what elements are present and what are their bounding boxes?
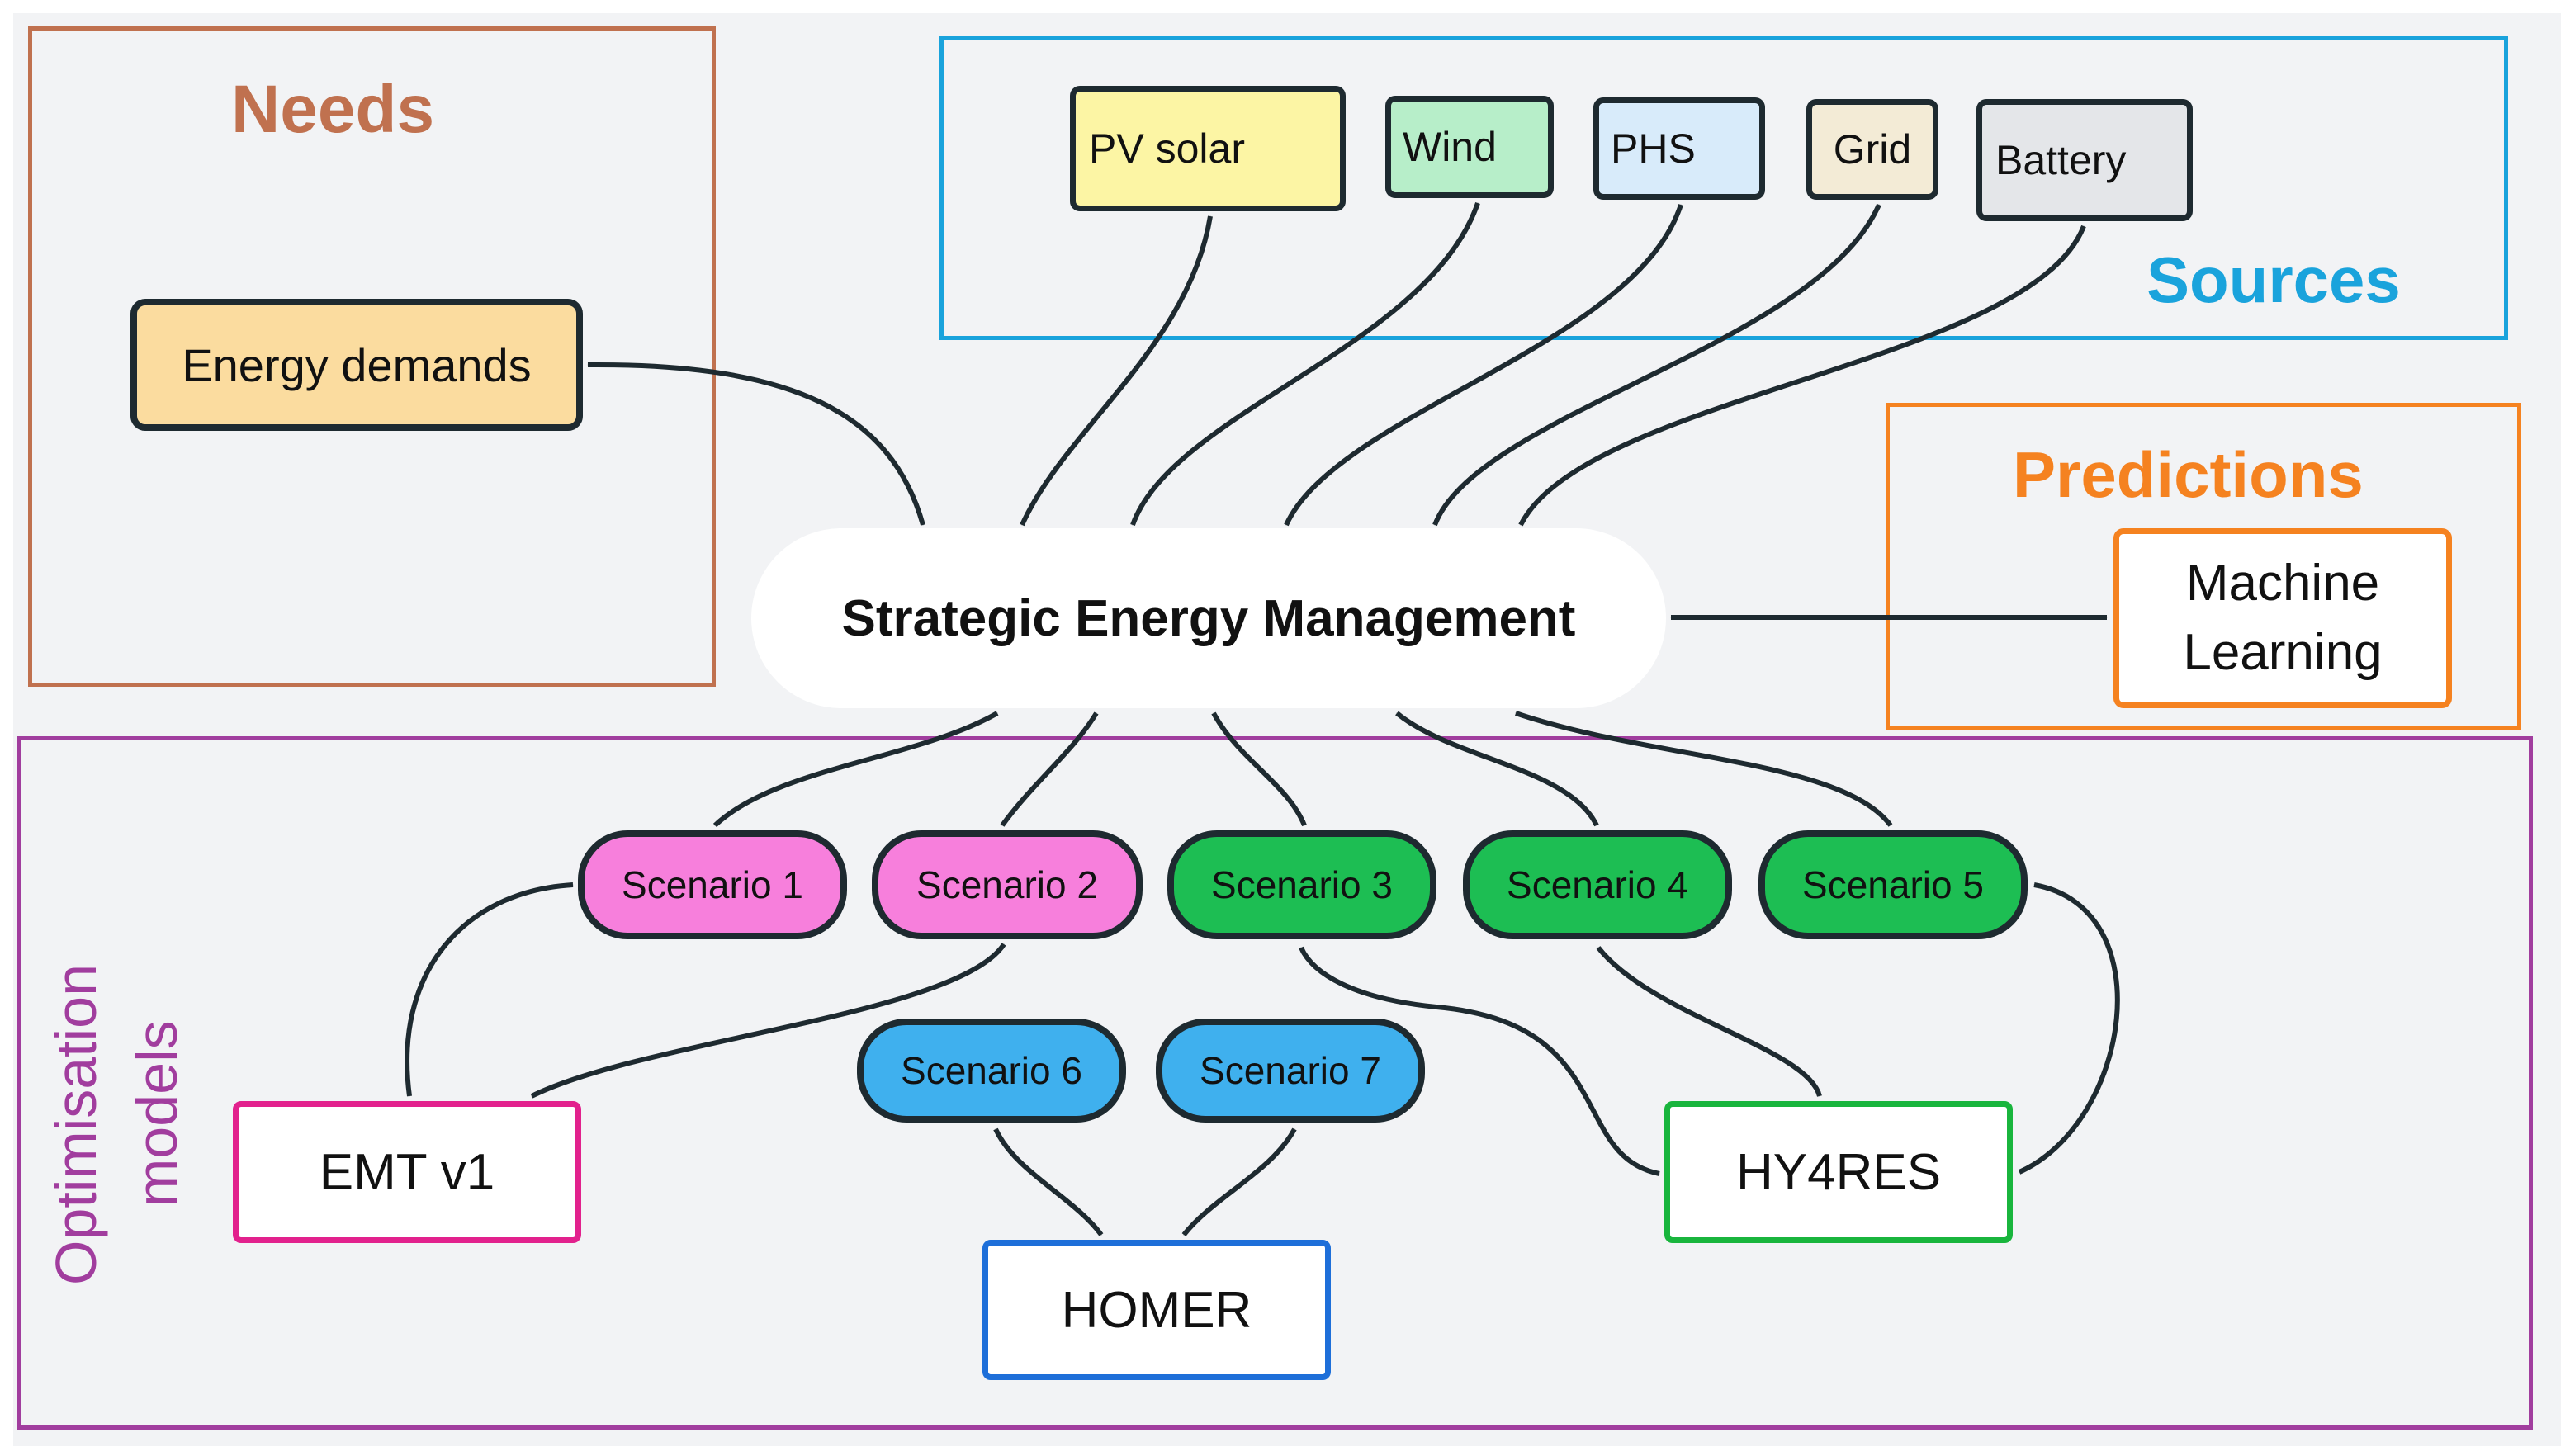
wind-node: Wind [1385, 96, 1554, 198]
arrow-sem-s2 [1000, 711, 1099, 827]
arrow-hy4res-s5 [2018, 882, 2120, 1175]
scenario-3: Scenario 3 [1167, 830, 1436, 939]
battery-node: Battery [1976, 99, 2193, 221]
predictions-panel [1886, 403, 2521, 730]
arrow-pv-sem [1020, 215, 1213, 527]
scenario-5: Scenario 5 [1758, 830, 2028, 939]
sources-title: Sources [2146, 243, 2401, 316]
arrow-battery-sem [1518, 225, 2086, 527]
homer-node: HOMER [982, 1240, 1331, 1380]
arrow-hy4res-s3 [1299, 946, 1660, 1176]
phs-node: PHS [1593, 97, 1765, 200]
arrow-homer-s7 [1181, 1127, 1297, 1236]
arrow-wind-sem [1130, 202, 1480, 527]
hy4res-node: HY4RES [1664, 1101, 2013, 1243]
arrow-demand-sem [587, 362, 925, 526]
arrow-hy4res-s4 [1596, 946, 1822, 1097]
arrow-emt-s1 [405, 882, 574, 1097]
grid-node: Grid [1806, 99, 1938, 200]
arrow-phs-sem [1284, 204, 1683, 527]
energy-demands-node: Energy demands [130, 299, 583, 431]
needs-panel [28, 26, 716, 687]
machine-learning-line-1: Machine [2185, 555, 2380, 612]
arrow-homer-s6 [993, 1127, 1104, 1236]
emt-v1-node: EMT v1 [233, 1101, 581, 1243]
scenario-2: Scenario 2 [872, 830, 1143, 939]
strategic-energy-management-node: Strategic Energy Management [751, 528, 1666, 708]
arrow-emt-s2 [530, 943, 1006, 1099]
machine-learning-node: Machine Learning [2113, 528, 2452, 708]
scenario-1: Scenario 1 [578, 830, 847, 939]
arrow-sem-s1 [712, 711, 999, 828]
machine-learning-line-2: Learning [2183, 624, 2383, 681]
needs-title: Needs [231, 72, 435, 147]
scenario-4: Scenario 4 [1463, 830, 1732, 939]
arrow-sem-s3 [1211, 711, 1307, 827]
arrow-sem-s5 [1515, 711, 1893, 827]
